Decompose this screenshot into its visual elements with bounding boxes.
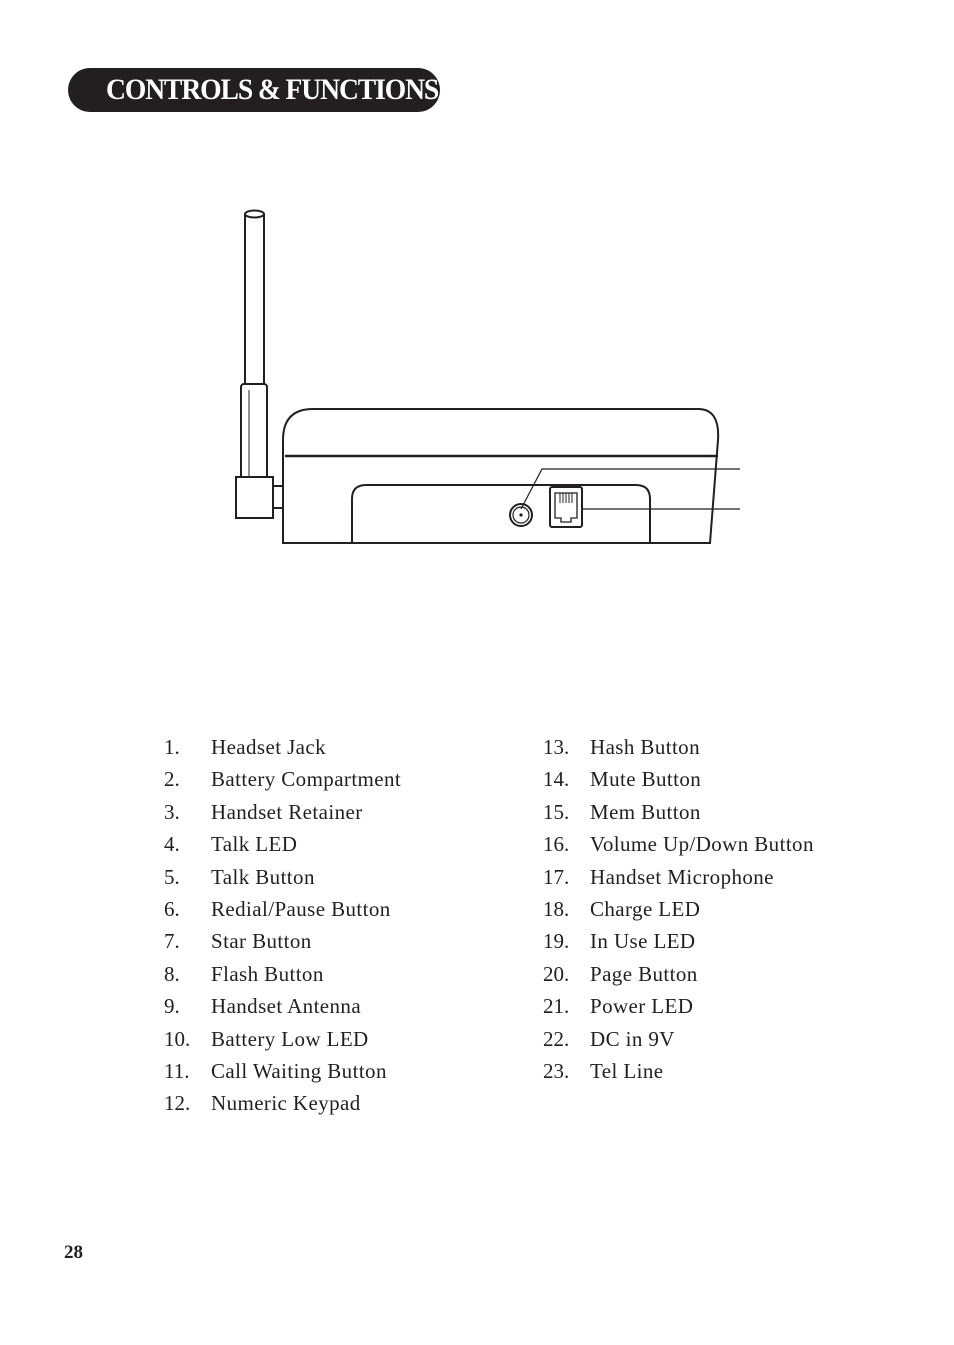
list-item: 20. Page Button (543, 958, 814, 990)
antenna-illustration (235, 209, 292, 519)
tel-jack-illustration (549, 486, 583, 528)
list-item: 21. Power LED (543, 990, 814, 1022)
section-header: CONTROLS & FUNCTIONS (68, 68, 440, 112)
part-label: Talk Button (211, 864, 315, 889)
list-item: 6. Redial/Pause Button (164, 893, 401, 925)
part-number: 23. (543, 1058, 570, 1083)
part-label: Handset Microphone (590, 864, 774, 889)
part-label: Talk LED (211, 832, 298, 857)
part-label: Tel Line (590, 1058, 664, 1083)
list-item: 11. Call Waiting Button (164, 1055, 401, 1087)
base-unit-rear-view-icon (235, 209, 740, 544)
part-label: In Use LED (590, 929, 696, 954)
part-number: 5. (164, 864, 180, 889)
list-item: 16. Volume Up/Down Button (543, 828, 814, 860)
list-item: 22. DC in 9V (543, 1023, 814, 1055)
callout-lines (520, 468, 740, 510)
part-number: 3. (164, 799, 180, 824)
part-label: Page Button (590, 961, 698, 986)
list-item: 1. Headset Jack (164, 731, 401, 763)
list-item: 19. In Use LED (543, 925, 814, 957)
list-item: 8. Flash Button (164, 958, 401, 990)
parts-list-left: 1. Headset Jack 2. Battery Compartment 3. H… (164, 731, 401, 1120)
page-number: 28 (64, 1242, 83, 1263)
list-item: 2. Battery Compartment (164, 763, 401, 795)
part-number: 8. (164, 961, 180, 986)
list-item: 5. Talk Button (164, 861, 401, 893)
part-label: Headset Jack (211, 735, 326, 759)
list-item: 4. Talk LED (164, 828, 401, 860)
list-item: 18. Charge LED (543, 893, 814, 925)
list-item: 17. Handset Microphone (543, 861, 814, 893)
part-label: DC in 9V (590, 1026, 675, 1051)
part-number: 4. (164, 832, 180, 857)
parts-list-right: 13. Hash Button 14. Mute Button 15. Mem But… (543, 731, 814, 1087)
part-number: 1. (164, 735, 180, 759)
part-label: Handset Retainer (211, 799, 363, 824)
list-item: 15. Mem Button (543, 796, 814, 828)
part-number: 2. (164, 767, 180, 792)
page-title: CONTROLS & FUNCTIONS (106, 73, 439, 106)
part-number: 6. (164, 896, 180, 921)
list-item: 13. Hash Button (543, 731, 814, 763)
part-label: Call Waiting Button (211, 1058, 387, 1083)
part-number: 9. (164, 994, 180, 1019)
list-item: 3. Handset Retainer (164, 796, 401, 828)
list-item: 23. Tel Line (543, 1055, 814, 1087)
part-label: Flash Button (211, 961, 324, 986)
dc-jack-illustration (509, 503, 533, 527)
part-label: Power LED (590, 994, 694, 1019)
part-number: 10. (164, 1026, 191, 1051)
part-label: Volume Up/Down Button (590, 832, 814, 857)
list-item: 9. Handset Antenna (164, 990, 401, 1022)
list-item: 12. Numeric Keypad (164, 1087, 401, 1119)
part-label: Charge LED (590, 896, 701, 921)
part-label: Redial/Pause Button (211, 896, 391, 921)
part-number: 14. (543, 767, 570, 792)
part-label: Battery Low LED (211, 1026, 369, 1051)
part-number: 21. (543, 994, 570, 1019)
part-label: Battery Compartment (211, 767, 402, 792)
part-label: Star Button (211, 929, 312, 954)
part-label: Handset Antenna (211, 994, 362, 1019)
part-number: 11. (164, 1058, 190, 1083)
part-number: 19. (543, 929, 570, 954)
list-item: 7. Star Button (164, 925, 401, 957)
part-number: 15. (543, 799, 570, 824)
part-number: 16. (543, 832, 570, 857)
part-number: 12. (164, 1091, 191, 1116)
list-item: 10. Battery Low LED (164, 1023, 401, 1055)
part-label: Hash Button (590, 735, 700, 759)
part-number: 13. (543, 735, 570, 759)
part-label: Numeric Keypad (211, 1091, 361, 1116)
part-number: 20. (543, 961, 570, 986)
part-label: Mem Button (590, 799, 701, 824)
part-number: 22. (543, 1026, 570, 1051)
base-body-illustration (282, 408, 720, 544)
part-number: 7. (164, 929, 180, 954)
part-number: 18. (543, 896, 570, 921)
part-label: Mute Button (590, 767, 702, 792)
list-item: 14. Mute Button (543, 763, 814, 795)
part-number: 17. (543, 864, 570, 889)
